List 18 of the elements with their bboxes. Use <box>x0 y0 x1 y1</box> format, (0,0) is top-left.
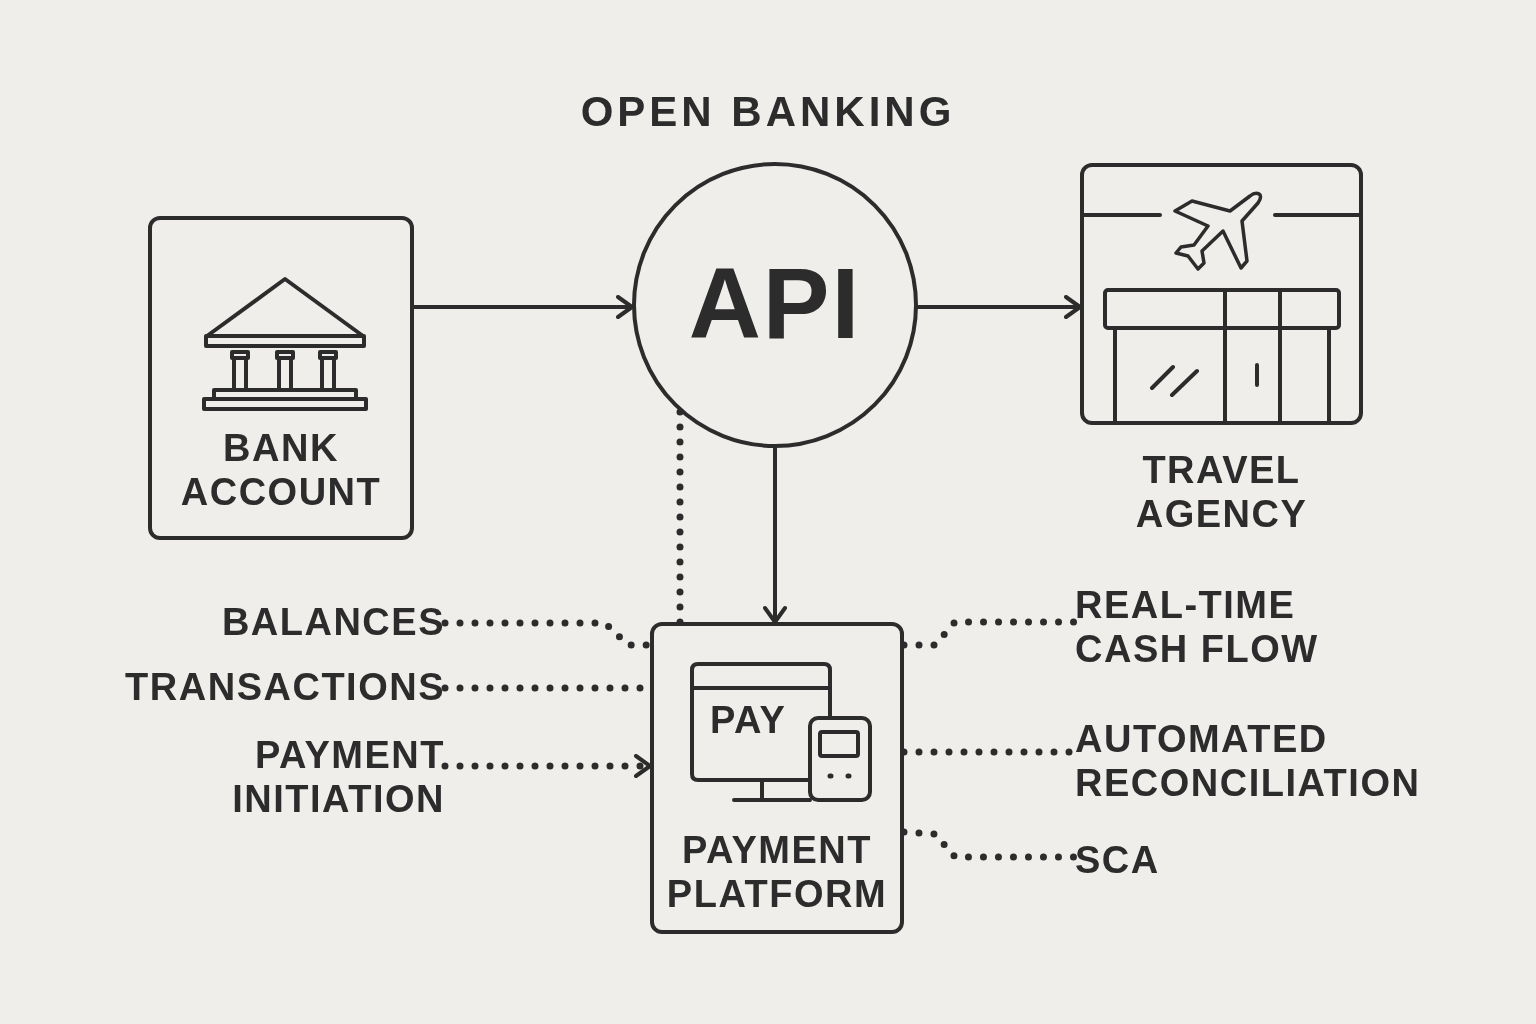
benefit-label: REAL-TIME CASH FLOW <box>1075 583 1320 671</box>
arrow <box>412 295 634 319</box>
account-label: BANK ACCOUNT <box>179 426 383 514</box>
agency-label: TRAVEL AGENCY <box>1134 448 1309 536</box>
feature-label: TRANSACTIONS <box>124 665 445 709</box>
arrow <box>763 446 787 624</box>
feature-label: BALANCES <box>220 600 445 644</box>
feature-label: PAYMENT INITIATION <box>231 733 445 821</box>
api-label: API <box>687 246 863 361</box>
benefit-label: SCA <box>1075 838 1161 882</box>
account-card <box>148 216 414 540</box>
platform-card <box>650 622 904 934</box>
pay-text: PAY <box>710 698 788 742</box>
benefit-label: AUTOMATED RECONCILIATION <box>1075 717 1422 805</box>
diagram-title: OPEN BANKING <box>579 88 957 136</box>
arrow <box>916 295 1082 319</box>
api-circle <box>632 162 918 448</box>
platform-label: PAYMENT PLATFORM <box>665 828 889 916</box>
